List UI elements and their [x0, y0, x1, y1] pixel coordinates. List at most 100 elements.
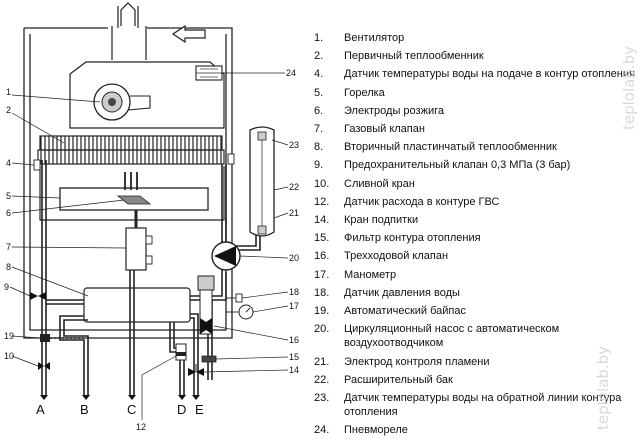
auto-bypass: [40, 334, 50, 342]
legend-item: 21.Электрод контроля пламени: [314, 355, 639, 369]
callout-2: 2: [6, 105, 11, 115]
legend-number: 4.: [314, 68, 324, 81]
legend-text: Манометр: [344, 268, 397, 281]
legend-number: 5.: [314, 86, 324, 99]
legend-number: 1.: [314, 32, 324, 44]
legend-text: Первичный теплообменник: [344, 50, 484, 63]
callout-4: 4: [6, 158, 11, 168]
callout-9: 9: [4, 282, 9, 292]
legend-text: Расширительный бак: [344, 373, 453, 386]
connection-c: C: [127, 402, 136, 417]
fill-tap: [188, 364, 204, 376]
legend-item: 5. Горелка: [314, 86, 639, 100]
legend-text: Датчик расхода в контуре ГВС: [344, 195, 500, 208]
callout-22: 22: [289, 182, 299, 192]
legend-item: 9. Предохранительный клапан 0,3 МПа (3 ба…: [314, 158, 639, 172]
three-way-valve: [197, 275, 215, 335]
legend-number: 6.: [314, 104, 324, 117]
callout-21: 21: [289, 208, 299, 218]
watermark-top: teplolab.by: [620, 45, 638, 130]
legend-number: 8.: [314, 141, 324, 154]
legend-text: Предохранительный клапан 0,3 МПа (3 бар): [344, 159, 571, 172]
legend-item: 20.Циркуляционный насос с автоматическом…: [314, 322, 639, 350]
legend-item: 8.Вторичный пластинчатый теплообменник: [314, 140, 639, 154]
legend-item: 18. Датчик давления воды: [314, 286, 639, 300]
legend-text: Трехходовой клапан: [344, 250, 449, 263]
legend-item: 22. Расширительный бак: [314, 373, 639, 387]
legend-number: 10.: [314, 177, 330, 190]
legend-text: Фильтр контура отопления: [344, 232, 481, 245]
callout-6: 6: [6, 208, 11, 218]
expansion-tank: [249, 126, 275, 237]
legend-item: 15.Фильтр контура отопления: [314, 231, 639, 245]
boiler-schematic: 1 2 4 5 6 7 8 9 19 10 24 23 22 21 20 18 …: [4, 2, 299, 432]
legend-item: 23. Датчик температуры воды на обратной л…: [314, 391, 639, 419]
callout-16: 16: [289, 335, 299, 345]
legend-number: 2.: [314, 50, 324, 63]
legend-number: 22.: [314, 373, 330, 386]
callout-23: 23: [289, 140, 299, 150]
legend-number: 14.: [314, 214, 330, 227]
legend-item: 14. Кран подпитки: [314, 213, 639, 227]
callout-5: 5: [6, 191, 11, 201]
primary-heat-exchanger: [37, 135, 225, 165]
callout-20: 20: [289, 253, 299, 263]
return-temp-sensor: [227, 153, 235, 165]
legend-item: 6. Электроды розжига: [314, 104, 639, 118]
legend-item: 10. Сливной кран: [314, 177, 639, 191]
legend-text: Вентилятор: [344, 32, 405, 44]
legend-number: 12.: [314, 195, 330, 208]
legend-item: 2. Первичный теплообменник: [314, 49, 639, 63]
legend-number: 20.: [314, 323, 330, 336]
leader-lines: [9, 72, 289, 420]
legend-item: 1. Вентилятор: [314, 31, 639, 45]
heating-filter: [201, 355, 217, 363]
legend-number: 21.: [314, 355, 330, 368]
connection-b: B: [80, 402, 89, 417]
connection-a: A: [36, 402, 45, 417]
connection-e: E: [195, 402, 204, 417]
fan: [93, 83, 151, 121]
callout-8: 8: [6, 262, 11, 272]
legend-item: 16.Трехходовой клапан: [314, 249, 639, 263]
flue-outlet: [111, 2, 147, 60]
legend-number: 23.: [314, 392, 330, 405]
callout-17: 17: [289, 301, 299, 311]
safety-valve: [30, 292, 46, 300]
legend-item: 4. Датчик температуры воды на подаче в ко…: [314, 67, 639, 81]
flow-sensor: [175, 343, 187, 361]
manometer: [226, 304, 254, 320]
ignition-electrodes: [116, 172, 152, 205]
legend-number: 24.: [314, 424, 330, 437]
combustion-chamber: [39, 166, 225, 221]
circulation-pump: [211, 241, 241, 271]
legend-text: Датчик температуры воды на обратной лини…: [344, 392, 622, 419]
legend-number: 17.: [314, 268, 330, 281]
legend-text: Датчик давления воды: [344, 286, 460, 299]
legend-text: Автоматический байпас: [344, 305, 466, 318]
drain-tap: [38, 362, 50, 370]
watermark: teplolab.by: [594, 345, 612, 430]
legend-number: 18.: [314, 286, 330, 299]
legend-number: 19.: [314, 305, 330, 318]
callout-18: 18: [289, 287, 299, 297]
legend-item: 7.Газовый клапан: [314, 122, 639, 136]
legend-text: Кран подпитки: [344, 214, 419, 227]
callout-7: 7: [6, 242, 11, 252]
connection-stubs: [40, 395, 200, 400]
legend-number: 9.: [314, 159, 324, 172]
legend-number: 7.: [314, 123, 324, 136]
callout-labels: 1 2 4 5 6 7 8 9 19 10 24 23 22 21 20 18 …: [4, 68, 299, 432]
legend-text: Горелка: [344, 86, 385, 99]
connection-d: D: [177, 402, 186, 417]
legend-text: Пневмореле: [344, 424, 408, 437]
callout-14: 14: [289, 365, 299, 375]
legend-text: Датчик температуры воды на подаче в конт…: [344, 68, 635, 81]
legend-text: Сливной кран: [344, 177, 415, 190]
callout-10: 10: [4, 351, 14, 361]
supply-temp-sensor: [33, 159, 41, 171]
connection-labels: A B C D E: [36, 402, 204, 417]
legend-text: Электроды розжига: [344, 104, 444, 117]
fan-hood: [69, 61, 225, 129]
callout-24: 24: [286, 68, 296, 78]
